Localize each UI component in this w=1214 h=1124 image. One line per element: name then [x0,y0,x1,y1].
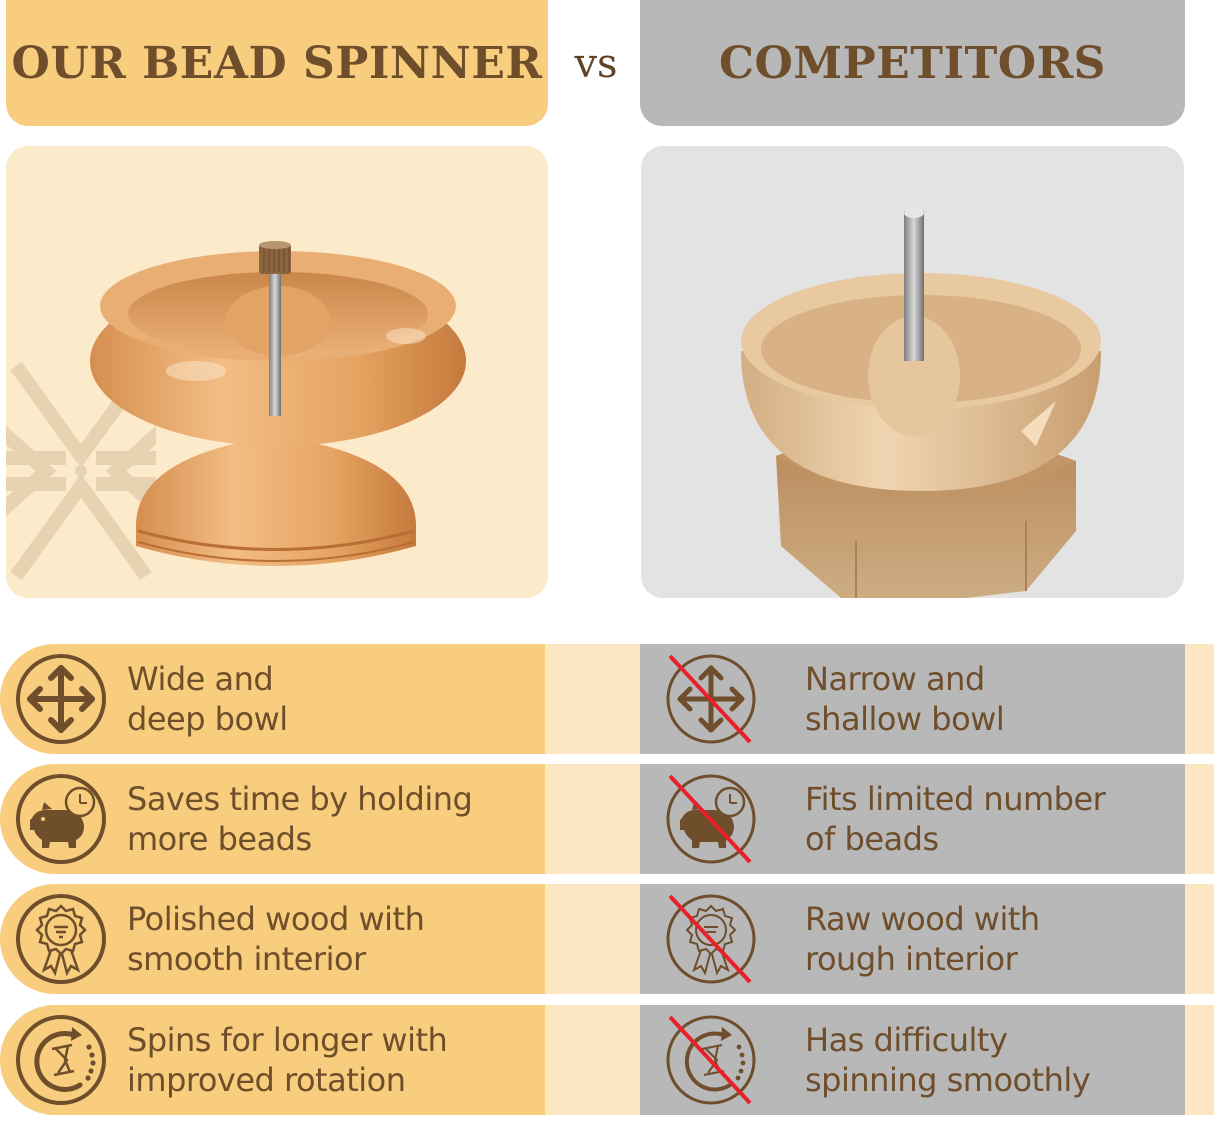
rotation-hourglass-icon [14,1013,108,1107]
feature-line: Fits limited number [805,780,1106,818]
feature-line: Saves time by holding [127,780,473,818]
ours-feature-cell: Polished wood with smooth interior [0,884,545,994]
feature-line: Has difficulty [805,1021,1008,1059]
expand-arrows-icon [14,652,108,746]
ours-feature-text: Spins for longer with improved rotation [127,1020,448,1100]
ours-feature-text: Wide and deep bowl [127,659,288,739]
competitor-feature-text: Fits limited number of beads [805,779,1106,859]
edge-strip [1185,764,1214,874]
feature-line: improved rotation [127,1061,406,1099]
expand-arrows-crossed-icon [664,652,758,746]
competitor-feature-cell: Narrow and shallow bowl [640,644,1185,754]
award-ribbon-crossed-icon [664,892,758,986]
feature-row-finish: Polished wood with smooth interior Raw w… [0,884,1214,994]
competitor-feature-text: Has difficulty spinning smoothly [805,1020,1091,1100]
ours-feature-cell: Spins for longer with improved rotation [0,1005,545,1115]
edge-strip [1185,884,1214,994]
divider-strip [545,764,640,874]
feature-line: rough interior [805,940,1018,978]
competitor-feature-cell: Has difficulty spinning smoothly [640,1005,1185,1115]
feature-line: deep bowl [127,700,288,738]
feature-row-rotation: Spins for longer with improved rotation … [0,1005,1214,1115]
ours-title: OUR BEAD SPINNER [11,38,543,89]
competitor-feature-text: Narrow and shallow bowl [805,659,1005,739]
divider-strip [545,644,640,754]
feature-row-capacity: Saves time by holding more beads Fits li… [0,764,1214,874]
vs-label: vs [574,41,618,87]
feature-row-bowl: Wide and deep bowl Narrow and shallow bo… [0,644,1214,754]
edge-strip [1185,1005,1214,1115]
feature-line: shallow bowl [805,700,1005,738]
ours-bead-spinner-image [90,241,466,566]
competitor-feature-text: Raw wood with rough interior [805,899,1040,979]
rotation-hourglass-crossed-icon [664,1013,758,1107]
feature-line: Spins for longer with [127,1021,448,1059]
feature-line: Raw wood with [805,900,1040,938]
divider-strip [545,1005,640,1115]
feature-line: Narrow and [805,660,985,698]
feature-line: Wide and [127,660,274,698]
award-ribbon-icon [14,892,108,986]
piggy-bank-clock-icon [14,772,108,866]
ours-header: OUR BEAD SPINNER [6,0,548,126]
ours-feature-text: Saves time by holding more beads [127,779,473,859]
competitor-bead-spinner-image [741,208,1101,598]
feature-line: more beads [127,820,312,858]
competitor-feature-cell: Fits limited number of beads [640,764,1185,874]
ours-product-photo-panel [6,146,548,598]
feature-line: smooth interior [127,940,366,978]
ours-feature-cell: Saves time by holding more beads [0,764,545,874]
competitor-feature-cell: Raw wood with rough interior [640,884,1185,994]
ours-feature-cell: Wide and deep bowl [0,644,545,754]
edge-strip [1185,644,1214,754]
piggy-bank-clock-crossed-icon [664,772,758,866]
divider-strip [545,884,640,994]
feature-line: Polished wood with [127,900,425,938]
ours-feature-text: Polished wood with smooth interior [127,899,425,979]
competitor-product-photo-panel [641,146,1184,598]
competitors-header: COMPETITORS [640,0,1185,126]
competitors-title: COMPETITORS [719,38,1106,89]
feature-line: spinning smoothly [805,1061,1091,1099]
feature-line: of beads [805,820,939,858]
